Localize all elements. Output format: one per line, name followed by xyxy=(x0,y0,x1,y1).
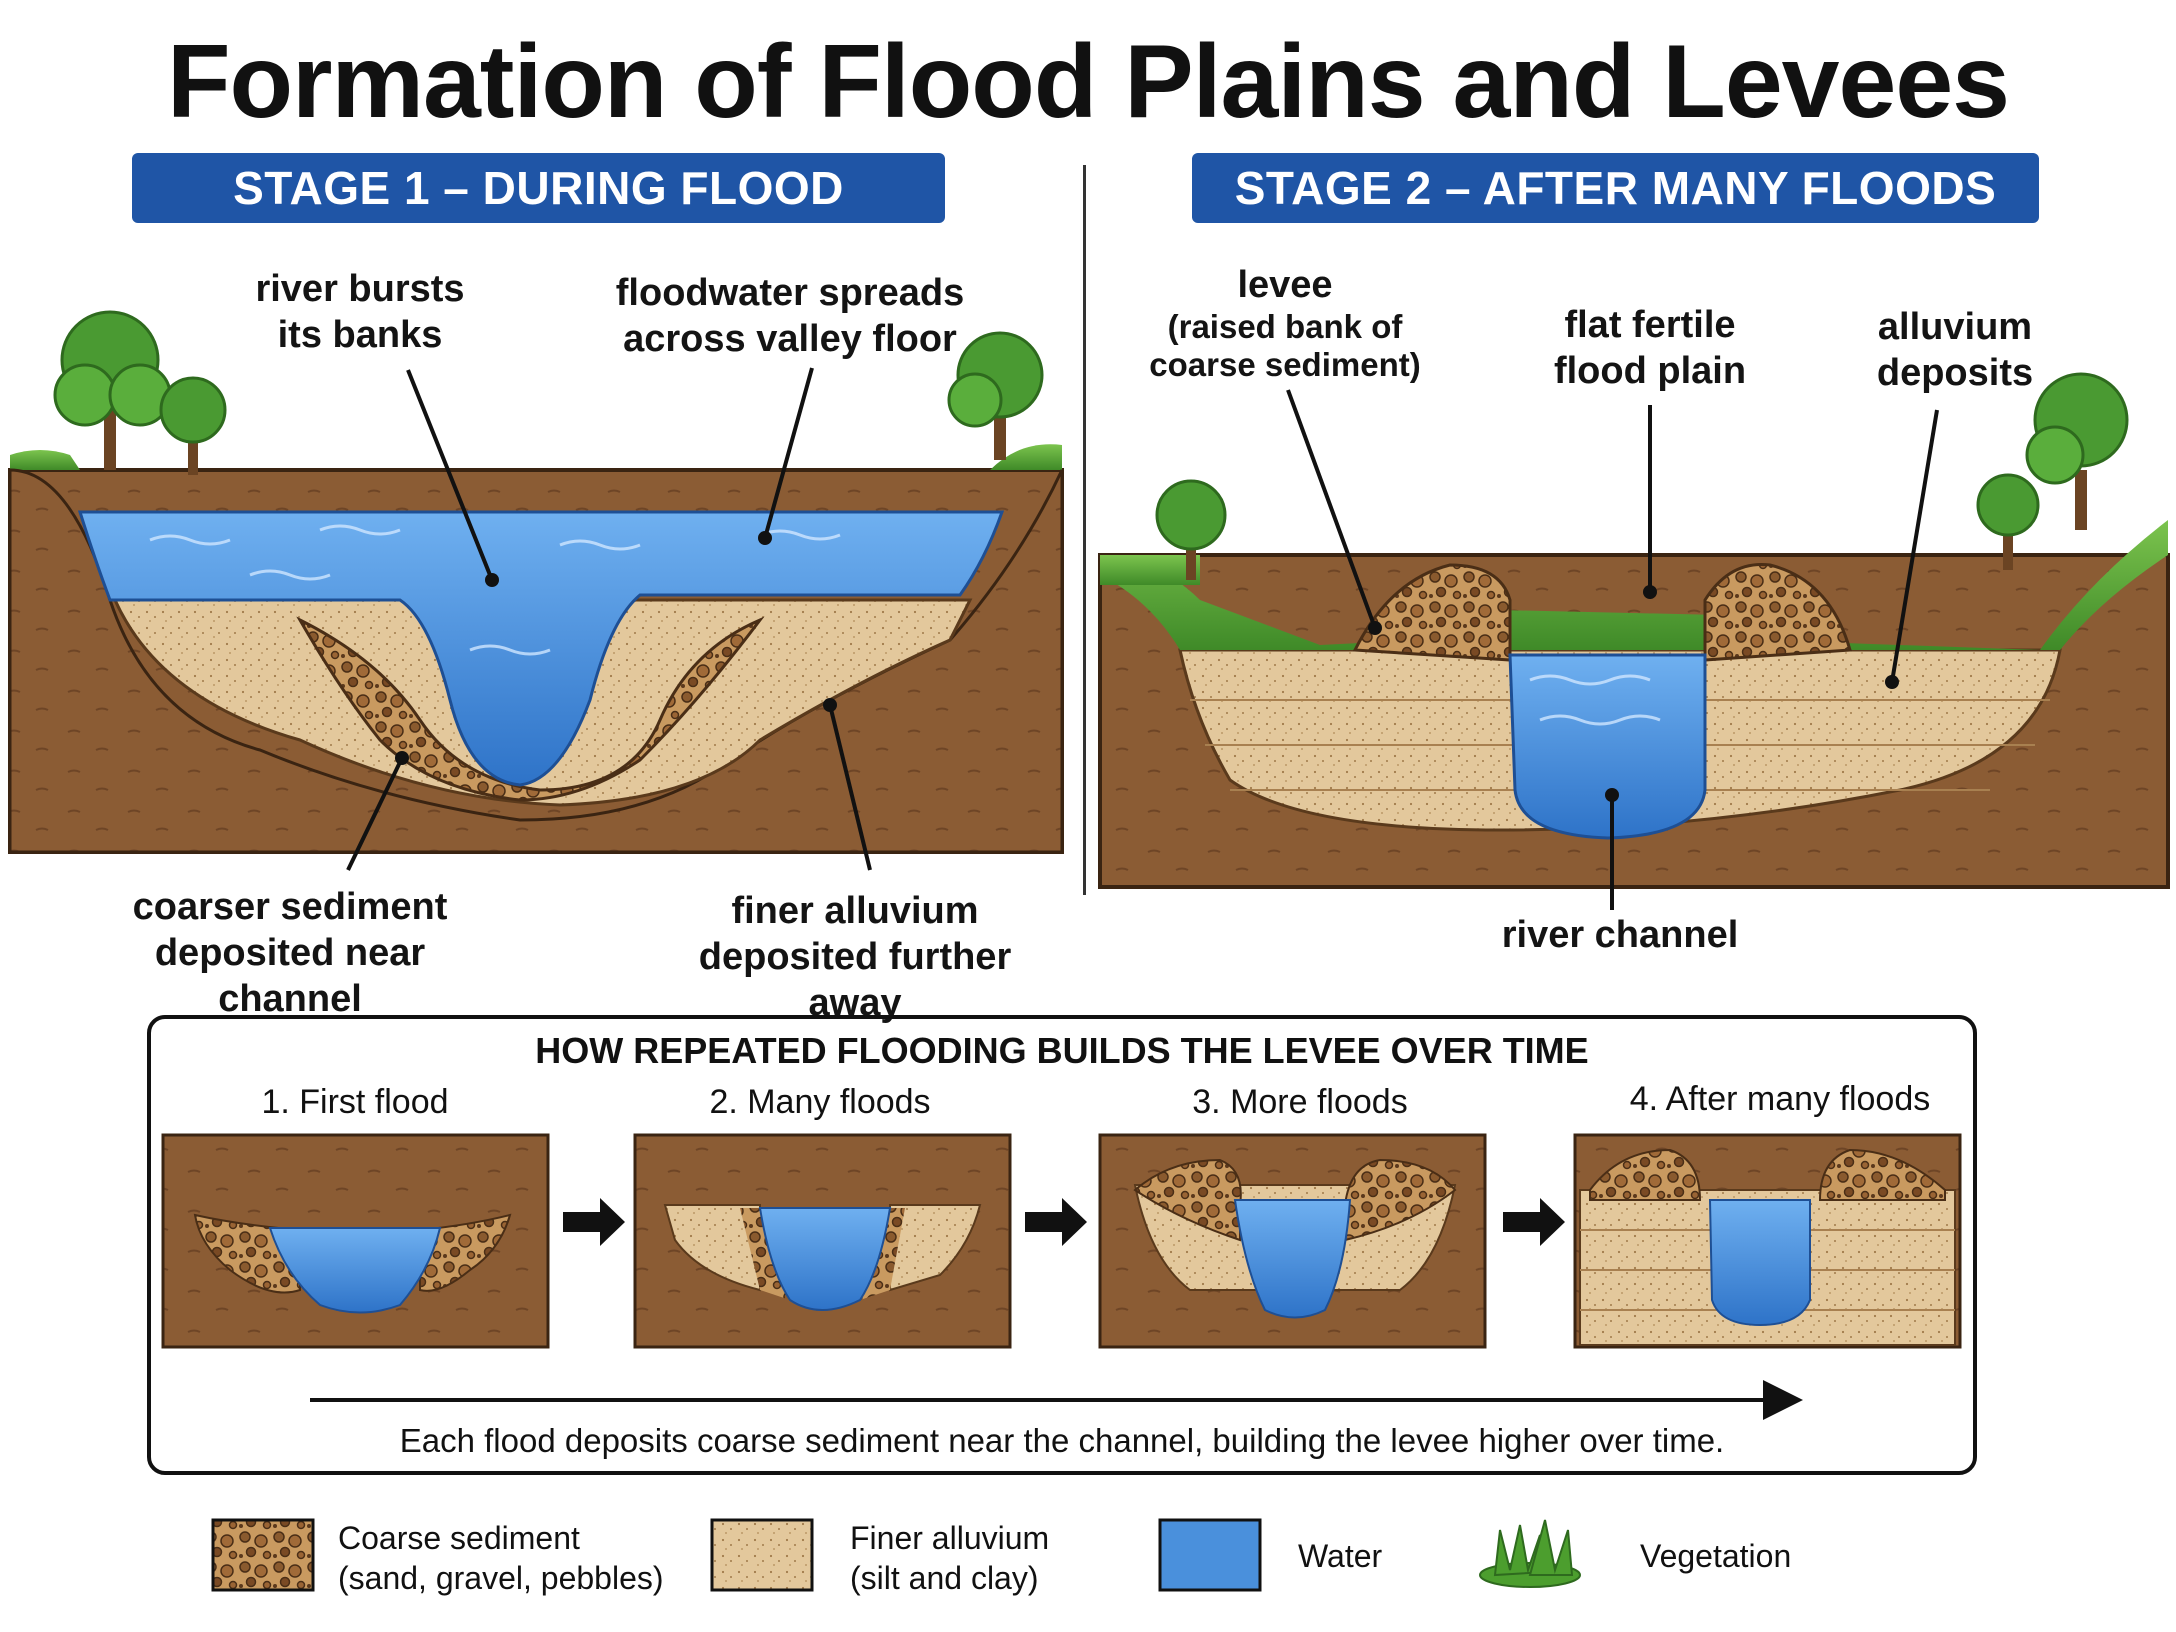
label-bursts-line1: river bursts xyxy=(255,268,465,310)
legend-finer-swatch xyxy=(710,1518,814,1592)
legend-finer-line1: Finer alluvium xyxy=(850,1520,1050,1556)
stage2-banner: STAGE 2 – AFTER MANY FLOODS xyxy=(1192,153,2039,223)
legend-vegetation-label: Vegetation xyxy=(1640,1538,1792,1574)
label-bursts: river bursts its banks xyxy=(210,266,510,358)
label-plain-line2: flood plain xyxy=(1553,350,1747,392)
timeline-box xyxy=(147,1015,1977,1475)
legend-coarse-swatch xyxy=(211,1518,315,1592)
timeline-panel-2 xyxy=(633,1133,1012,1349)
label-plain-line1: flat fertile xyxy=(1564,304,1736,346)
label-coarse-line2: deposited near channel xyxy=(154,932,426,1020)
label-spreads-line1: floodwater spreads xyxy=(615,272,965,314)
label-alluvium-line1: alluvium xyxy=(1877,306,2033,348)
legend-water-label: Water xyxy=(1298,1538,1383,1574)
stage-divider xyxy=(1083,165,1086,895)
timeline-step-4: 4. After many floods xyxy=(1629,1080,1931,1118)
label-coarse: coarser sediment deposited near channel xyxy=(80,884,500,1022)
label-spreads-line2: across valley floor xyxy=(623,318,957,360)
timeline-caption: Each flood deposits coarse sediment near… xyxy=(399,1422,1725,1459)
label-levee-line2: (raised bank of xyxy=(1167,308,1403,345)
legend-finer-line2: (silt and clay) xyxy=(850,1560,1039,1596)
legend-coarse-line1: Coarse sediment xyxy=(338,1520,580,1556)
timeline-panel-1 xyxy=(161,1133,550,1349)
legend-vegetation-icon xyxy=(1479,1519,1581,1588)
timeline-step-1: 1. First flood xyxy=(261,1083,449,1121)
label-levee-line1: levee xyxy=(1237,264,1333,306)
page-title: Formation of Flood Plains and Levees xyxy=(166,24,2010,140)
label-alluvium: alluvium deposits xyxy=(1820,304,2090,396)
legend-coarse-line2: (sand, gravel, pebbles) xyxy=(338,1560,664,1596)
timeline-arrows xyxy=(563,1198,1565,1246)
legend-coarse: Coarse sediment (sand, gravel, pebbles) xyxy=(338,1518,698,1598)
label-finer-line1: finer alluvium xyxy=(731,890,979,932)
timeline-heading: HOW REPEATED FLOODING BUILDS THE LEVEE O… xyxy=(535,1030,1589,1071)
label-bursts-line2: its banks xyxy=(277,314,443,356)
label-spreads: floodwater spreads across valley floor xyxy=(595,270,985,362)
label-levee: levee (raised bank of coarse sediment) xyxy=(1135,262,1435,384)
legend-finer: Finer alluvium (silt and clay) xyxy=(850,1518,1170,1598)
label-alluvium-line2: deposits xyxy=(1876,352,2034,394)
label-levee-line3: coarse sediment) xyxy=(1149,346,1421,383)
label-flood-plain: flat fertile flood plain xyxy=(1500,302,1800,394)
label-finer: finer alluvium deposited further away xyxy=(650,888,1060,1026)
legend-water-swatch xyxy=(1158,1518,1262,1592)
stage1-banner: STAGE 1 – DURING FLOOD xyxy=(132,153,945,223)
timeline-step-3: 3. More floods xyxy=(1192,1083,1408,1121)
timeline-step-2: 2. Many floods xyxy=(709,1083,931,1121)
stage2-cross-section xyxy=(1098,372,2170,910)
stage1-cross-section xyxy=(8,310,1064,871)
label-coarse-line1: coarser sediment xyxy=(132,886,448,928)
label-river-channel: river channel xyxy=(1501,914,1739,956)
timeline-panel-4 xyxy=(1573,1133,1962,1349)
label-finer-line2: deposited further away xyxy=(698,936,1012,1024)
timeline-panel-3 xyxy=(1098,1133,1487,1349)
